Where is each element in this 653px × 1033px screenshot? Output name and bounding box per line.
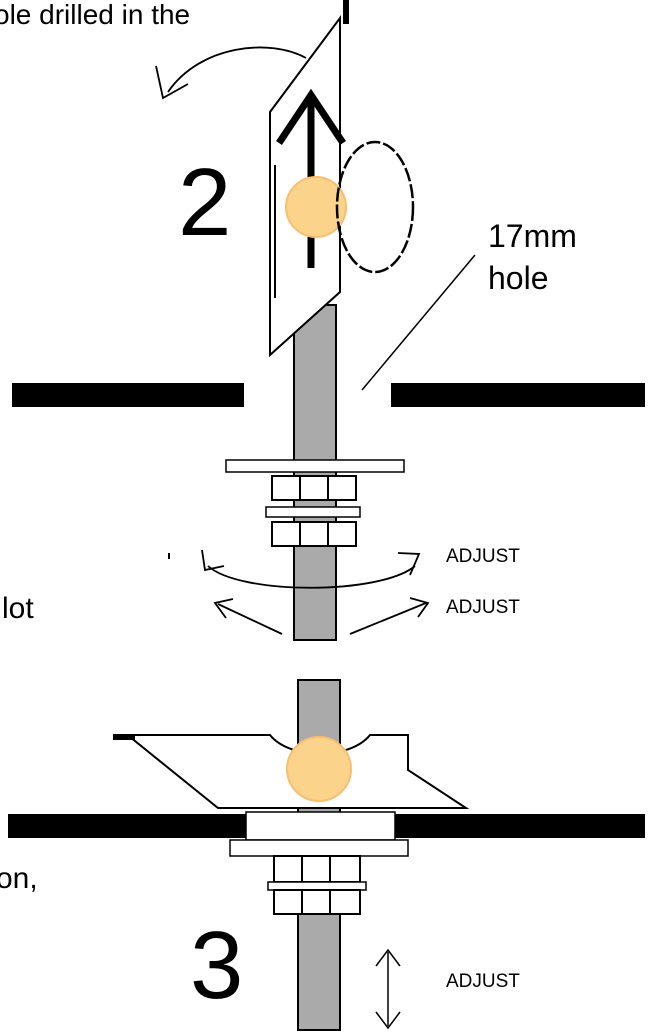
washer-upper-small <box>265 506 361 518</box>
nut-lower-2 <box>273 889 361 915</box>
adjust-arrow-curve <box>207 565 416 589</box>
panel-lower-left <box>8 814 246 838</box>
adjust-label-3: ADJUST <box>446 971 520 992</box>
adjust-arrow-right-head <box>409 597 430 618</box>
ball-lower <box>286 736 352 802</box>
small-tick <box>168 553 170 559</box>
up-arrow-head <box>276 88 346 145</box>
top-text-fragment: ole drilled in the <box>0 0 191 30</box>
panel-lower-right <box>395 814 645 838</box>
bushing-lower <box>245 811 396 841</box>
vertical-adjust-arrow-top <box>375 948 401 967</box>
washer-lower <box>229 839 409 857</box>
hole-leader-line <box>361 254 476 391</box>
adjust-arrow-left-head <box>213 598 234 619</box>
step-number-3: 3 <box>190 912 244 1019</box>
adjust-label-1: ADJUST <box>446 546 520 567</box>
adjust-label-2: ADJUST <box>446 597 520 618</box>
adjust-arrow-curve-head-right <box>397 552 421 576</box>
adjust-arrow-left-shaft <box>217 603 283 635</box>
adjust-arrow-right-shaft <box>349 602 427 635</box>
washer-lower-small <box>267 881 367 891</box>
step-number-2: 2 <box>178 149 232 256</box>
rotate-arrow-curve <box>167 46 307 93</box>
ball-upper <box>285 176 347 238</box>
ball-outline-dashed <box>335 140 415 274</box>
nut-upper-1 <box>271 475 357 501</box>
left-text-fragment-1: lot <box>2 592 34 625</box>
base-plate-tab <box>113 734 135 740</box>
washer-upper <box>225 459 405 473</box>
left-text-fragment-2: on, <box>0 862 38 895</box>
panel-upper-left <box>12 383 244 407</box>
panel-upper-right <box>391 383 645 407</box>
adjust-arrow-curve-head-left <box>201 549 225 572</box>
nut-upper-2 <box>271 521 357 547</box>
rotate-arrow-head <box>155 65 189 100</box>
hole-size-label-line2: hole <box>488 260 549 296</box>
nut-lower-1 <box>273 855 361 883</box>
vertical-adjust-arrow-bottom <box>375 1011 401 1030</box>
hole-size-label-line1: 17mm <box>488 218 577 254</box>
top-tick <box>343 0 349 24</box>
